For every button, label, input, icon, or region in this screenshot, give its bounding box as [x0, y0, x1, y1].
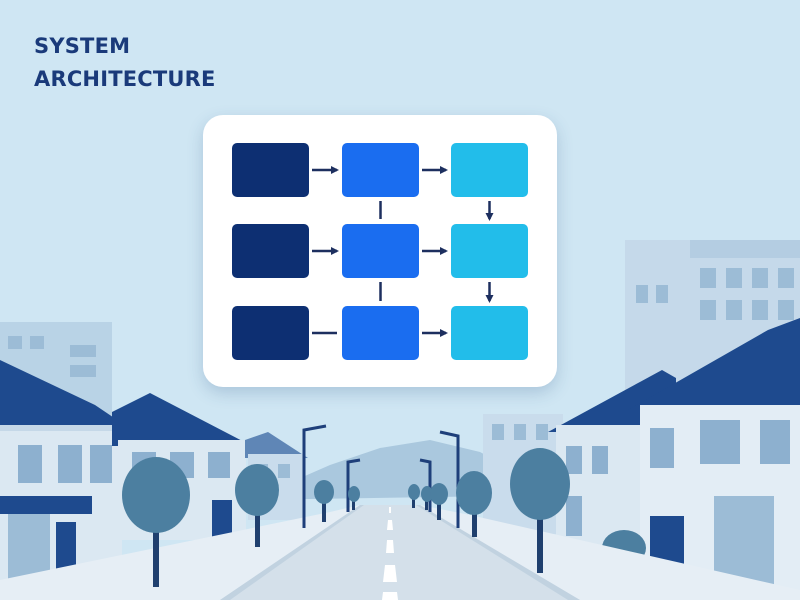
road-right-edge: [416, 505, 580, 600]
diagram-node-r3c2: [342, 306, 419, 360]
diagram-node-r2c1: [232, 224, 309, 278]
diagram-node-r1c1: [232, 143, 309, 197]
diagram-node-r2c3: [451, 224, 528, 278]
road-center-dashes: [382, 507, 398, 600]
tree-right-medium: [456, 471, 492, 537]
tree-left-tiny: [348, 486, 360, 510]
tree-right-small: [430, 483, 448, 520]
diagram-node-r1c2: [342, 143, 419, 197]
tree-left-small: [314, 480, 334, 522]
architecture-flow-diagram: [232, 143, 528, 360]
right-sidewalk: [420, 505, 800, 600]
architecture-diagram-card: [203, 115, 557, 387]
road-left-edge: [220, 505, 364, 600]
left-front-house: [0, 360, 132, 600]
title-line-2: ARCHITECTURE: [34, 67, 216, 91]
title-line-1: SYSTEM: [34, 34, 131, 58]
diagram-node-r3c1: [232, 306, 309, 360]
page-title: SYSTEM ARCHITECTURE: [34, 30, 216, 96]
road: [220, 505, 580, 600]
diagram-node-r3c3: [451, 306, 528, 360]
tree-left-medium: [235, 464, 279, 547]
tree-right-large: [510, 448, 570, 573]
tree-right-tiny: [408, 484, 433, 510]
diagram-node-r2c2: [342, 224, 419, 278]
diagram-node-r1c3: [451, 143, 528, 197]
tree-left-large: [122, 457, 190, 587]
